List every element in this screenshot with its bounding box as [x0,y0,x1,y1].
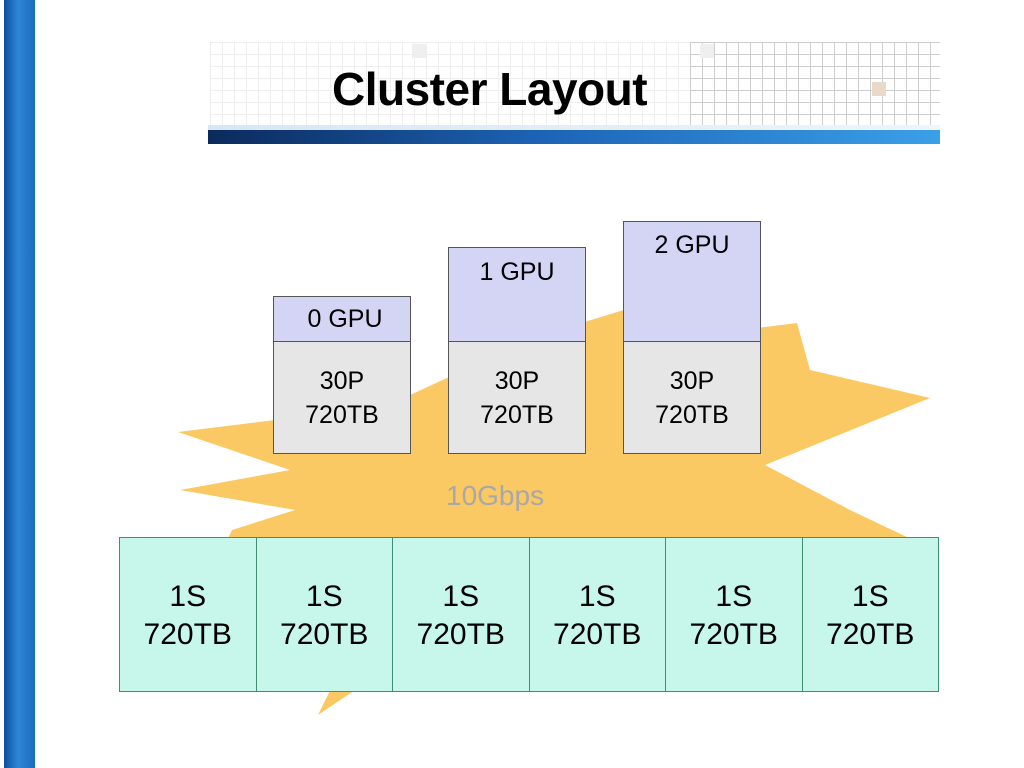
storage-capacity: 720TB [416,618,505,651]
storage-node: 1S 720TB [529,537,666,692]
storage-cpu-count: 1S [578,580,616,613]
storage-capacity: 720TB [280,618,369,651]
storage-cpu-count: 1S [305,580,343,613]
decorative-square [412,44,426,58]
storage-capacity: 720TB [689,618,778,651]
storage-node-row: 1S 720TB 1S 720TB 1S 720TB 1S 720TB 1S 7… [119,537,939,692]
decorative-square [700,44,714,58]
gpu-count-label: 0 GPU [274,297,410,342]
gpu-count-label: 2 GPU [624,222,760,342]
compute-node-specs: 30P 720TB [449,342,585,453]
gpu-count-text: 2 GPU [654,231,730,259]
storage-node: 1S 720TB [256,537,393,692]
network-speed-label: 10Gbps [446,480,545,511]
header-grid-decoration-light [210,42,690,132]
decorative-square [872,82,886,96]
storage-capacity: 720TB [826,618,915,651]
node-capacity: 720TB [480,401,554,429]
title-underline-highlight [208,125,940,130]
compute-node: 2 GPU 30P 720TB [623,221,761,454]
storage-node: 1S 720TB [119,537,257,692]
storage-cpu-count: 1S [715,580,753,613]
header-grid-decoration [690,42,940,132]
cpu-count: 30P [494,367,540,395]
compute-node: 1 GPU 30P 720TB [448,247,586,454]
storage-cpu-count: 1S [851,580,889,613]
compute-node: 0 GPU 30P 720TB [273,296,411,454]
storage-capacity: 720TB [143,618,232,651]
gpu-count-text: 1 GPU [479,258,555,286]
storage-node: 1S 720TB [666,537,803,692]
storage-cpu-count: 1S [169,580,207,613]
slide-title: Cluster Layout [332,63,648,115]
cpu-count: 30P [319,367,365,395]
node-capacity: 720TB [305,401,379,429]
storage-cpu-count: 1S [442,580,480,613]
storage-node: 1S 720TB [393,537,530,692]
title-underline-bar [208,130,940,144]
node-capacity: 720TB [655,401,729,429]
gpu-count-label: 1 GPU [449,248,585,342]
left-accent-bar [4,0,35,768]
cpu-count: 30P [669,367,715,395]
storage-node: 1S 720TB [802,537,939,692]
compute-node-specs: 30P 720TB [274,342,410,453]
compute-node-specs: 30P 720TB [624,342,760,453]
storage-capacity: 720TB [553,618,642,651]
